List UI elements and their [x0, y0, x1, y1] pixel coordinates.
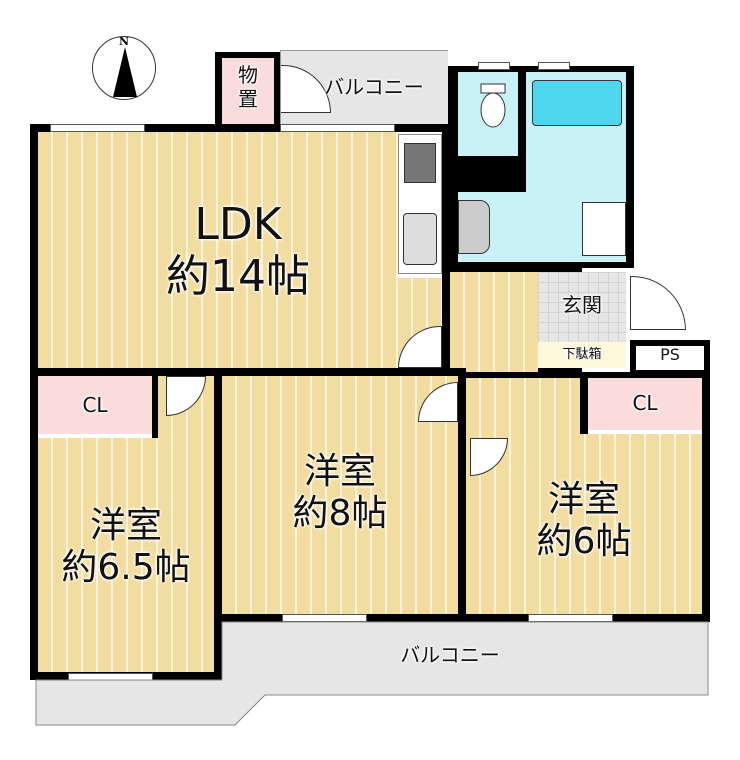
- pipe-space: PS: [636, 346, 704, 370]
- balcony-top: バルコニー: [280, 50, 448, 126]
- ldk-size: 約14帖: [166, 251, 310, 302]
- window-toilet[interactable]: [478, 62, 510, 70]
- stove-icon: [404, 143, 436, 183]
- shoe-box-label: 下駄箱: [562, 347, 602, 362]
- balcony-bottom-label: バルコニー: [400, 643, 500, 667]
- western3-label: 洋室: [547, 479, 620, 520]
- toilet-icon: [480, 83, 506, 128]
- north-label: N: [119, 35, 130, 48]
- north-arrow-icon: [113, 47, 137, 97]
- closet-2: CL: [588, 378, 702, 434]
- balcony-top-label: バルコニー: [324, 75, 424, 99]
- window-western1[interactable]: [68, 673, 153, 681]
- western2-size: 約8帖: [292, 493, 388, 534]
- compass: N: [92, 35, 156, 100]
- toilet-room: [458, 72, 518, 156]
- western1-label: 洋室: [89, 505, 162, 546]
- closet-1: CL: [38, 376, 152, 438]
- entrance: 玄関: [538, 272, 626, 342]
- window-ldk-2[interactable]: [280, 124, 395, 132]
- closet2-label: CL: [632, 391, 658, 415]
- ldk-door-swing[interactable]: [398, 326, 442, 368]
- western2-label: 洋室: [303, 451, 376, 492]
- washbasin-icon: [458, 200, 490, 254]
- entrance-label: 玄関: [562, 293, 602, 317]
- washing-machine-icon: [582, 202, 626, 256]
- entrance-door-swing[interactable]: [630, 276, 686, 330]
- kitchen-counter: [398, 134, 442, 274]
- window-bath[interactable]: [538, 62, 570, 70]
- sink-icon: [403, 213, 437, 265]
- western3-size: 約6帖: [536, 521, 632, 562]
- window-western3[interactable]: [528, 614, 613, 622]
- bathtub-icon: [532, 80, 622, 126]
- ldk-label: LDK: [194, 199, 282, 250]
- window-western2[interactable]: [282, 614, 367, 622]
- washroom: [458, 192, 626, 262]
- western3-door-swing[interactable]: [470, 438, 508, 476]
- bathroom: [526, 72, 626, 192]
- western1-size: 約6.5帖: [61, 547, 191, 588]
- window-ldk-1[interactable]: [50, 124, 145, 132]
- room-ldk: LDK 約14帖: [38, 132, 398, 368]
- closet1-label: CL: [82, 393, 108, 417]
- storage-room: 物 置: [222, 58, 274, 124]
- ps-label: PS: [660, 345, 680, 364]
- shoe-box: 下駄箱: [538, 342, 626, 368]
- storage-label-line2: 置: [238, 87, 258, 111]
- storage-label-line1: 物: [238, 63, 258, 87]
- room-western-3: 洋室 約6帖: [466, 434, 702, 614]
